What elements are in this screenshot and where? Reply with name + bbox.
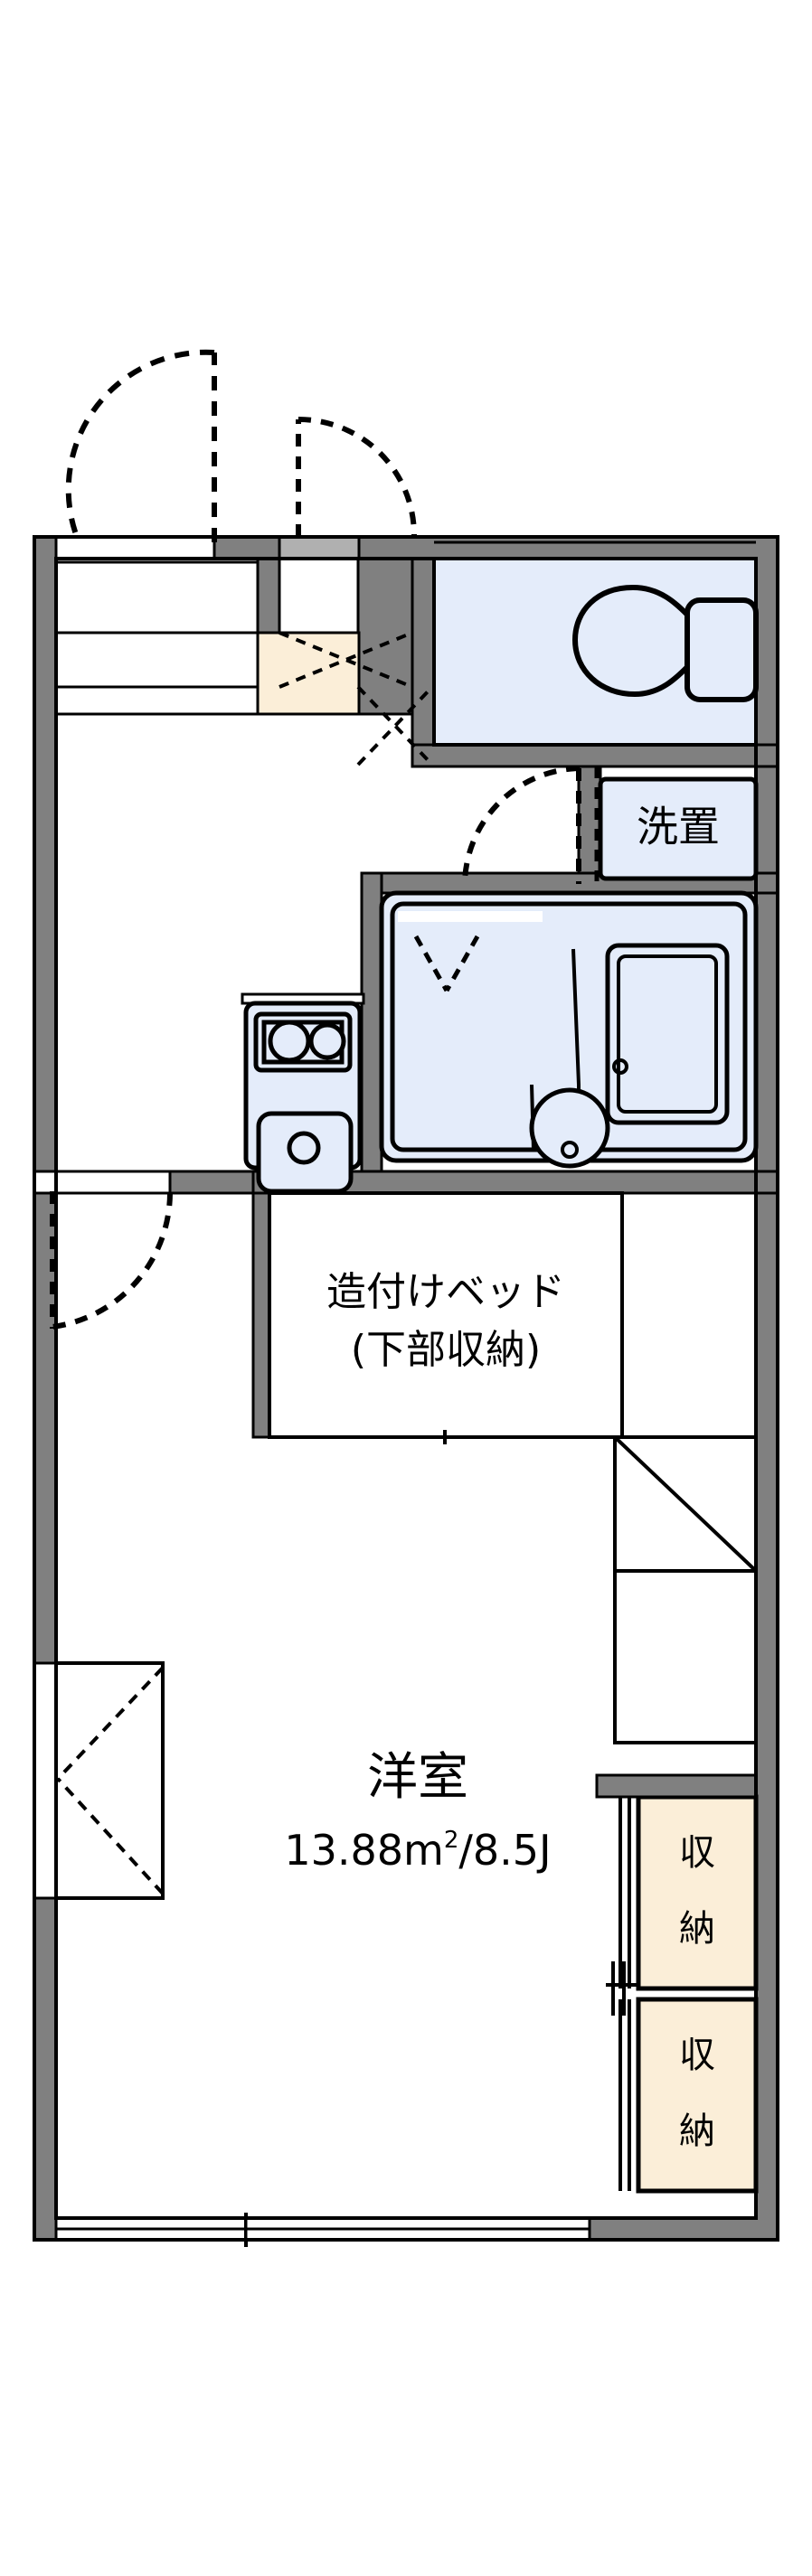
main-room-name-label: 洋室 [367,1748,468,1807]
area-value: 13.88m [284,1826,444,1875]
bath-unit [379,890,759,1169]
entrance-door-opening[interactable] [54,535,216,560]
kitchen [241,992,365,1194]
left-window-frame[interactable] [33,1661,58,1900]
built-in-bed-area [268,1191,624,1439]
washbasin-fixture [529,1087,610,1169]
closet-door-tracks[interactable] [606,1797,638,2191]
built-in-bed-label-line1: 造付けベッド [326,1269,565,1315]
stair-lower-box [613,1569,758,1744]
closet-upper-label-line1: 収 [679,1832,715,1874]
kitchen-sink-drain-icon [287,1131,321,1165]
closet-lower-label-line1: 収 [679,2035,715,2076]
stove-burner-small-icon [308,1022,346,1060]
shoe-cabinet-fixture [256,631,361,716]
closet-lower-label-line2: 納 [679,2111,715,2152]
built-in-bed: 造付けベッド (下部収納) [268,1191,624,1444]
toilet-door-threshold[interactable] [278,535,361,560]
main-room-area-label: 13.88m2/8.5J [284,1826,551,1875]
toilet-bottom-wall [411,743,779,768]
outer-wall-outline [33,535,779,2242]
bath-door-threshold[interactable] [398,911,543,922]
closets: 収 納 収 納 [595,1773,759,2194]
left-window-open-marks [56,1666,165,1895]
stair-diagonal [613,1435,758,1573]
closet-upper-label-line2: 納 [679,1908,715,1950]
main-room-labels: 洋室 13.88m2/8.5J [284,1748,551,1874]
left-window-lower[interactable] [33,1661,165,1900]
bed-left-wall [251,1191,271,1439]
toilet-room [432,557,759,747]
windows [33,541,756,2247]
left-window-panel [54,1661,165,1900]
bathtub-inner [617,954,718,1114]
toilet-tank-icon [685,597,759,702]
bath-door-swing[interactable] [462,766,581,884]
bath-left-wall [360,871,383,1173]
washer-space-label: 洗置 [637,803,720,851]
washbasin-drain-icon [561,1141,579,1159]
closet-lower-area [636,1997,759,2194]
toilet-bowl-icon [571,584,690,698]
area-suffix: /8.5J [458,1826,551,1875]
bathtub-drain-icon [612,1058,628,1075]
washer-space: 洗置 [462,766,759,884]
toilet-swing-door-top[interactable] [296,417,417,537]
left-window-upper[interactable] [56,560,258,716]
area-superscript: 2 [444,1827,459,1854]
entrance-area [54,349,434,766]
room-door-arc [52,1192,173,1330]
entrance-swing-door[interactable] [65,349,217,542]
stair-landing [613,1435,758,1744]
entrance-hatch [279,631,434,766]
toilet-left-wall [411,557,436,768]
room-swing-door[interactable] [33,1170,173,1330]
closet-upper-area [636,1794,759,1991]
built-in-bed-label-line2: (下部収納) [351,1327,541,1373]
closet-top-wall [595,1773,758,1799]
bath-entry-marker [413,935,480,992]
washer-left-wall [577,765,602,886]
stove-burner-large-icon [268,1020,311,1063]
